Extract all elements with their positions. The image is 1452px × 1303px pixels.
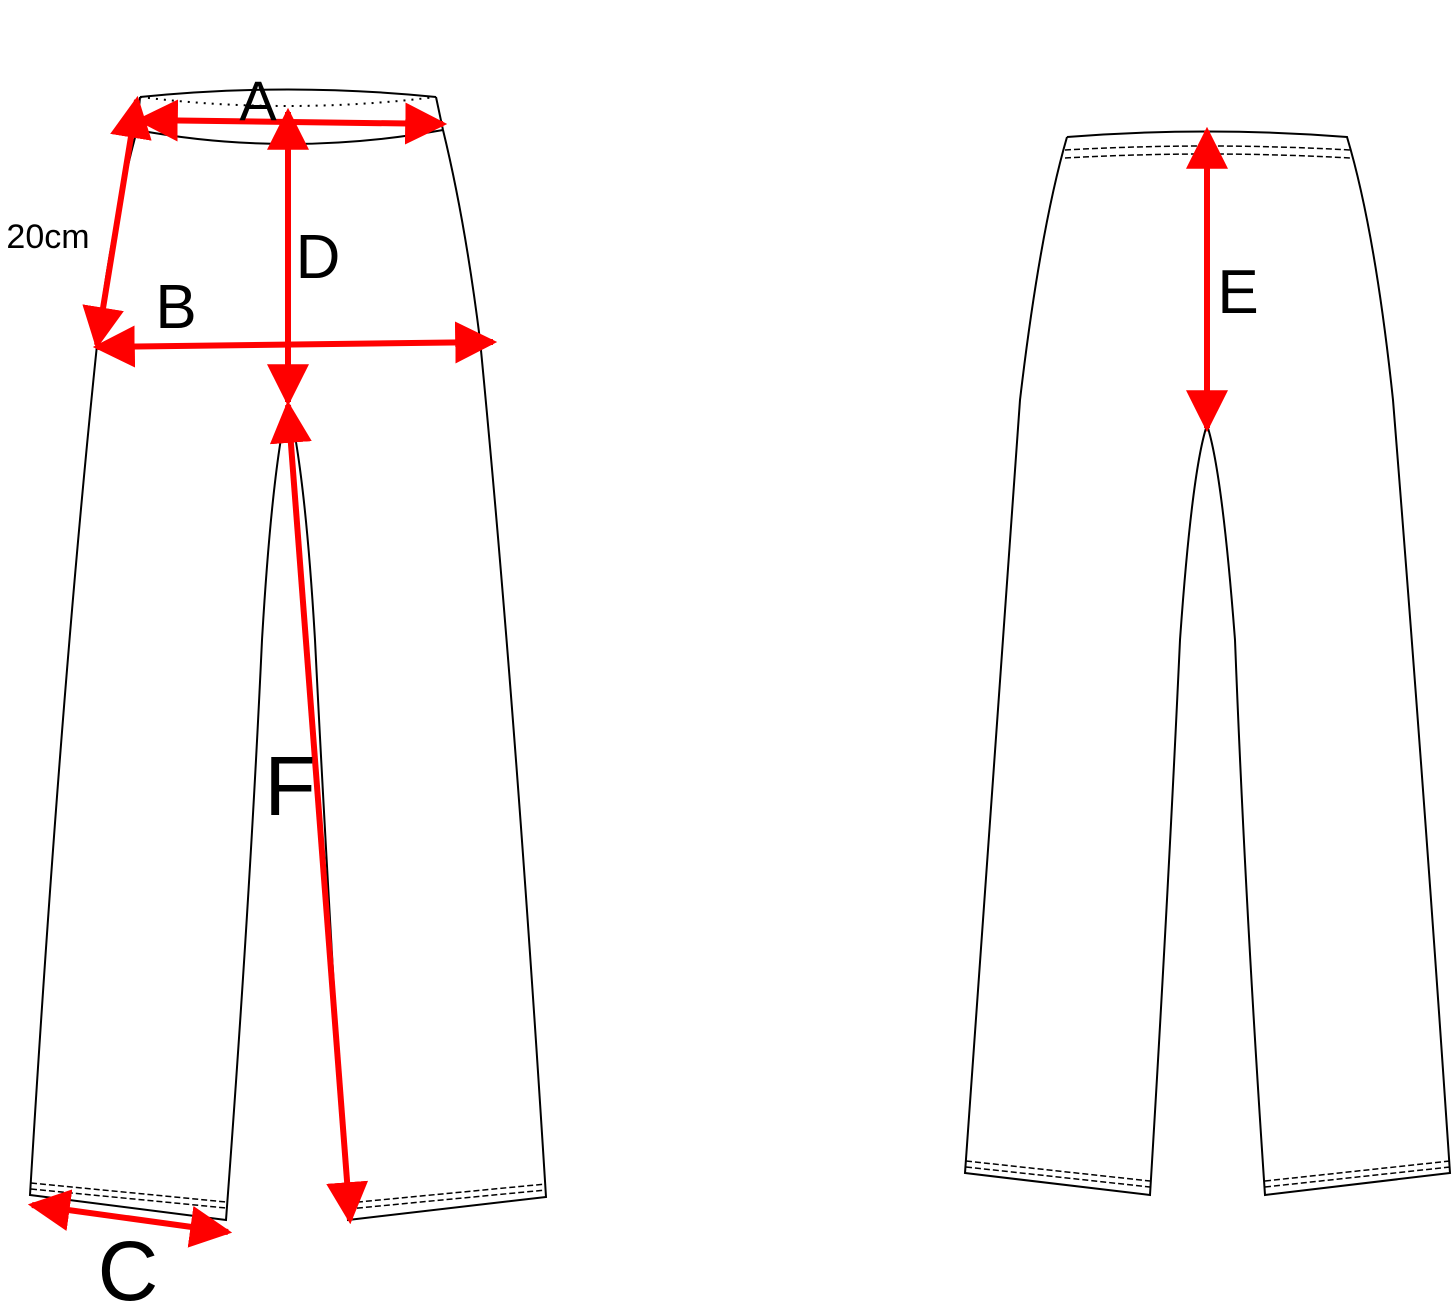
- label-b: B: [155, 273, 196, 342]
- arrow-f-inseam: [269, 400, 369, 1225]
- back-waist-stitch: [1064, 145, 1351, 159]
- label-e: E: [1217, 258, 1258, 327]
- back-pants-drawing: [963, 130, 1452, 1197]
- label-d: D: [296, 223, 341, 292]
- back-left-hem-stitch: [965, 1160, 1151, 1188]
- label-hip-offset: 20cm: [6, 218, 89, 256]
- front-right-hem-stitch: [347, 1183, 547, 1210]
- arrow-a-waist: [135, 99, 448, 145]
- arrow-b-hip: [92, 321, 498, 368]
- front-waistband-elastic: [139, 96, 437, 107]
- arrow-c-leg-opening: [27, 1189, 233, 1248]
- arrow-hip-offset: [82, 95, 152, 350]
- back-pants-outline: [963, 130, 1452, 1197]
- front-waistband-top: [139, 88, 437, 98]
- label-f: F: [264, 739, 315, 833]
- label-c: C: [98, 1224, 159, 1303]
- back-right-hem-stitch: [1264, 1160, 1451, 1188]
- label-a: A: [239, 69, 277, 132]
- front-left-hem-stitch: [30, 1182, 227, 1209]
